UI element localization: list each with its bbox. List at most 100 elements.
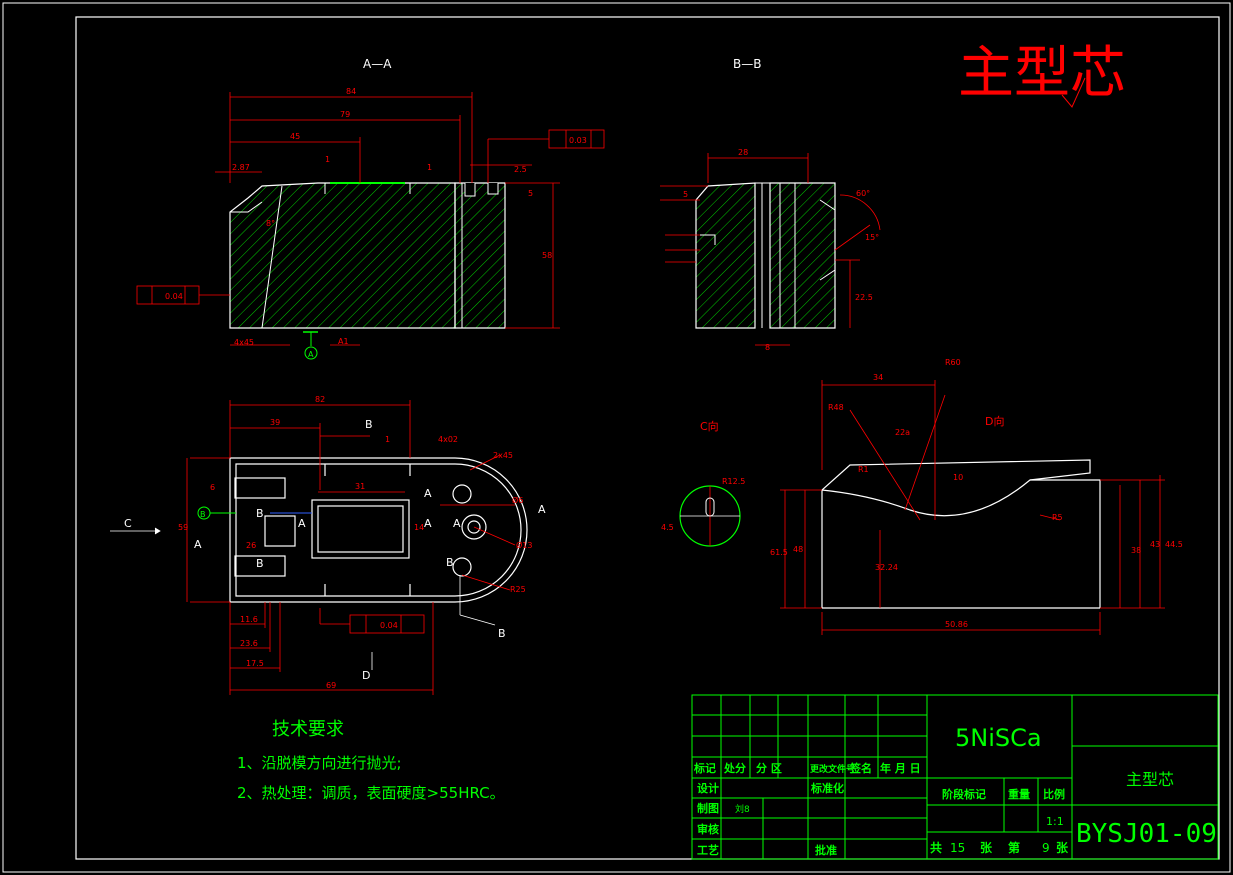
- svg-text:R60: R60: [945, 358, 961, 367]
- svg-text:张: 张: [1056, 840, 1069, 855]
- svg-text:22a: 22a: [895, 428, 910, 437]
- svg-text:4.5: 4.5: [661, 523, 674, 532]
- plan-dim-text: 82 39 1 4x02 2x45 31 59 6 Ø6 Ø13 R25 14 …: [178, 395, 532, 690]
- svg-text:84: 84: [346, 87, 356, 96]
- svg-text:4x02: 4x02: [438, 435, 458, 444]
- plan-section-markers: B C A B B A A A A B A B D: [124, 418, 546, 682]
- svg-text:10: 10: [953, 473, 963, 482]
- svg-text:60°: 60°: [856, 189, 870, 198]
- roughness-symbol: [1061, 77, 1086, 108]
- svg-text:48: 48: [793, 545, 803, 554]
- svg-text:26: 26: [246, 541, 256, 550]
- svg-text:A: A: [424, 517, 432, 530]
- svg-text:A: A: [308, 350, 314, 359]
- svg-text:张: 张: [980, 840, 993, 855]
- svg-text:处分: 处分: [723, 761, 746, 775]
- svg-text:58: 58: [542, 251, 552, 260]
- svg-text:A: A: [298, 517, 306, 530]
- svg-text:69: 69: [326, 681, 336, 690]
- svg-text:标准化: 标准化: [810, 781, 844, 795]
- svg-text:审核: 审核: [697, 822, 719, 836]
- section-aa-dim-text: 84 79 45 2.87 1 1 2.5 5 58 8° 4x45 A1 0.…: [165, 87, 587, 347]
- svg-text:44.5: 44.5: [1165, 540, 1183, 549]
- svg-text:第: 第: [1008, 840, 1020, 855]
- svg-text:2.87: 2.87: [232, 163, 250, 172]
- svg-text:9: 9: [1042, 841, 1050, 855]
- svg-text:Ø6: Ø6: [512, 495, 523, 505]
- svg-text:22.5: 22.5: [855, 293, 873, 302]
- svg-text:设计: 设计: [697, 781, 719, 795]
- svg-text:A: A: [453, 517, 461, 530]
- svg-text:15°: 15°: [865, 233, 879, 242]
- svg-text:8: 8: [765, 343, 770, 352]
- svg-text:B: B: [446, 556, 454, 569]
- svg-text:32.24: 32.24: [875, 563, 898, 572]
- svg-text:6: 6: [210, 483, 215, 492]
- svg-text:1: 1: [325, 155, 330, 164]
- tech-line-1: 1、沿脱模方向进行抛光;: [237, 754, 402, 772]
- datum-b: B: [197, 506, 236, 520]
- svg-text:R12.5: R12.5: [722, 477, 745, 486]
- title-block: [691, 694, 1219, 860]
- plan-arrows: [110, 527, 496, 670]
- svg-text:31: 31: [355, 482, 365, 491]
- svg-text:B: B: [256, 507, 264, 520]
- svg-text:4x45: 4x45: [234, 338, 254, 347]
- tech-requirements: 技术要求 1、沿脱模方向进行抛光; 2、热处理：调质，表面硬度>55HRC。: [237, 719, 505, 802]
- svg-text:制图: 制图: [697, 801, 719, 815]
- part-name: 主型芯: [1126, 770, 1174, 789]
- section-bb-dimensions: [660, 153, 881, 346]
- svg-text:D: D: [362, 669, 370, 682]
- svg-text:标记: 标记: [693, 761, 716, 775]
- title-block-text: 5NiSCa 主型芯 BYSJ01-09 标记 处分 分 区 更改文件号 签名 …: [693, 724, 1217, 857]
- svg-text:批准: 批准: [815, 843, 837, 857]
- svg-text:38: 38: [1131, 546, 1141, 555]
- svg-text:B: B: [498, 627, 506, 640]
- svg-text:28: 28: [738, 148, 748, 157]
- svg-text:R25: R25: [510, 585, 526, 594]
- svg-text:A: A: [424, 487, 432, 500]
- svg-text:34: 34: [873, 373, 883, 382]
- section-bb-dim-text: 28 5 60° 15° 22.5 8: [683, 148, 879, 352]
- plan-dimensions: [186, 400, 516, 695]
- svg-text:B: B: [365, 418, 373, 431]
- svg-text:39: 39: [270, 418, 280, 427]
- view-c: R12.5 4.5: [661, 477, 745, 547]
- svg-text:签名: 签名: [849, 761, 872, 775]
- svg-text:82: 82: [315, 395, 325, 404]
- svg-text:R48: R48: [828, 403, 844, 412]
- svg-text:更改文件号: 更改文件号: [810, 763, 855, 775]
- svg-text:50.86: 50.86: [945, 620, 968, 629]
- section-bb-label: B—B: [733, 57, 761, 71]
- svg-text:C: C: [124, 517, 132, 530]
- svg-text:14: 14: [414, 523, 424, 532]
- svg-text:A: A: [194, 538, 202, 551]
- datum-a: A: [303, 331, 318, 360]
- drawing-frame: [75, 16, 1220, 860]
- svg-text:15: 15: [950, 841, 965, 855]
- drawing-number: BYSJ01-09: [1076, 819, 1217, 849]
- svg-text:1: 1: [385, 435, 390, 444]
- view-d-label: D向: [985, 414, 1004, 428]
- svg-text:23.6: 23.6: [240, 639, 258, 648]
- svg-text:2.5: 2.5: [514, 165, 527, 174]
- svg-text:5: 5: [528, 189, 533, 198]
- svg-text:45: 45: [290, 132, 300, 141]
- svg-text:R1: R1: [858, 465, 869, 474]
- view-d-dimensions: [780, 380, 1165, 635]
- svg-text:重量: 重量: [1008, 787, 1030, 801]
- svg-text:79: 79: [340, 110, 350, 119]
- svg-text:11.6: 11.6: [240, 615, 258, 624]
- svg-text:Ø13: Ø13: [516, 540, 532, 550]
- svg-text:工艺: 工艺: [697, 843, 719, 857]
- svg-text:共: 共: [930, 840, 942, 855]
- svg-text:2x45: 2x45: [493, 451, 513, 460]
- material: 5NiSCa: [955, 724, 1042, 752]
- svg-text:刘8: 刘8: [735, 803, 750, 815]
- svg-text:R5: R5: [1052, 513, 1063, 522]
- svg-text:5: 5: [683, 190, 688, 199]
- svg-text:43: 43: [1150, 540, 1160, 549]
- section-bb-view: [695, 182, 836, 329]
